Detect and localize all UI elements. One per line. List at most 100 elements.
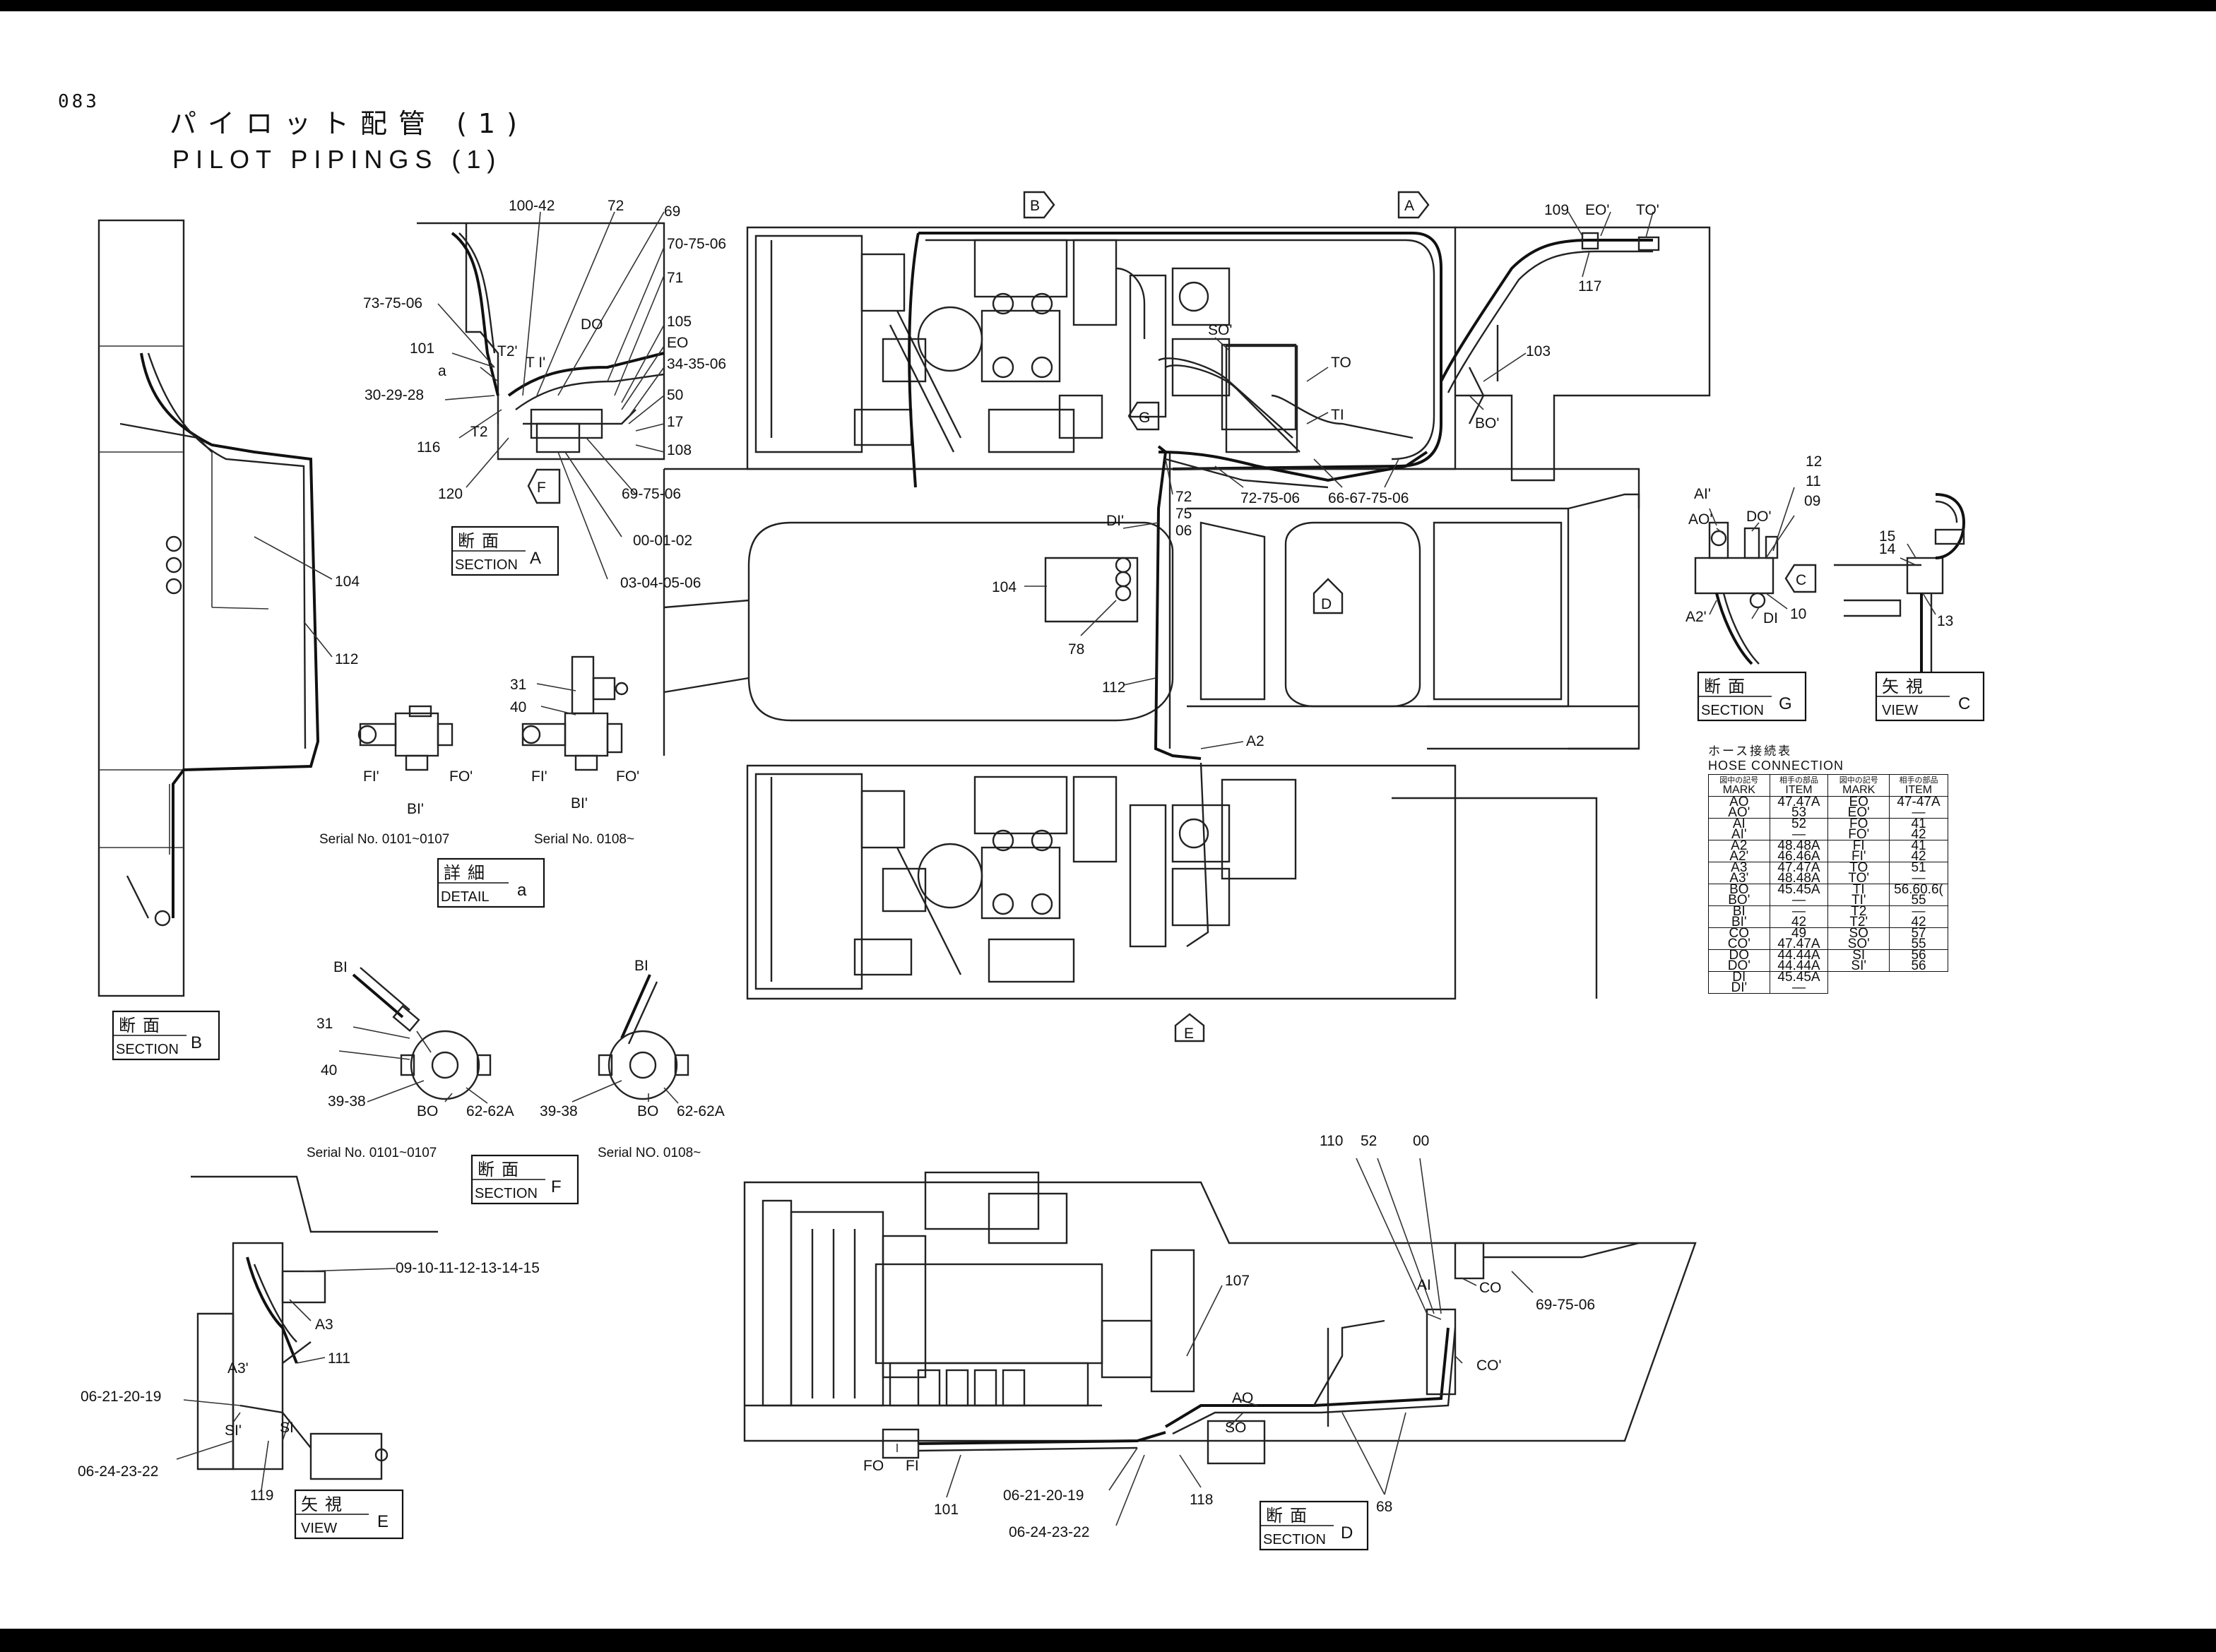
arrow-d-marker <box>1313 578 1344 614</box>
detail-a-drawing: FI' FO' BI' 31 40 FI' BI' FO' Serial No.… <box>319 655 639 847</box>
label-detail-bi-prime-1: BI' <box>407 801 424 817</box>
cell-value: 55 <box>1911 893 1926 908</box>
cell-value: 51 <box>1911 860 1926 875</box>
serial-note-detail-left: Serial No. 0101~0107 <box>319 832 449 847</box>
label-d-52: 52 <box>1361 1133 1377 1149</box>
tag-section-f: 断面 SECTION F <box>470 1154 579 1205</box>
label-a-72: 72 <box>608 198 624 214</box>
label-g-11: 11 <box>1806 473 1821 489</box>
cell-value: DI <box>1732 970 1746 985</box>
cell-value: TI <box>1852 882 1865 897</box>
cell-value: SI <box>1852 948 1866 963</box>
label-a-t2-prime: T2' <box>497 343 518 359</box>
cell-value: 56 <box>1911 958 1926 973</box>
tag-section-b-mark: B <box>191 1033 202 1052</box>
cell-value: 47.47A <box>1777 860 1820 875</box>
cell-item-left: —42 <box>1769 904 1829 929</box>
label-main-di-prime: DI' <box>1106 513 1124 529</box>
tag-section-g-jp: 断面 <box>1704 677 1752 696</box>
label-e-09-15: 09-10-11-12-13-14-15 <box>396 1260 540 1276</box>
tag-section-b-en: SECTION <box>116 1042 179 1057</box>
arrow-mark-e: E <box>1184 1026 1194 1042</box>
label-a-108: 108 <box>667 442 692 458</box>
tag-section-d-jp: 断面 <box>1266 1506 1314 1526</box>
section-g-drawing: C 12 11 09 AI' AO' DO' 10 DI A2' <box>1685 453 1822 665</box>
label-d-ai: AI <box>1417 1277 1431 1293</box>
tag-view-e-jp: 矢視 <box>301 1494 349 1514</box>
cell-value: AO' <box>1728 805 1750 820</box>
cell-value: 47-47A <box>1897 795 1941 809</box>
cell-value: 42 <box>1911 849 1926 864</box>
label-e-a3: A3 <box>315 1317 333 1333</box>
label-main-a2: A2 <box>1246 733 1264 749</box>
cell-value: FO' <box>1848 827 1870 842</box>
cell-value: 53 <box>1791 805 1807 820</box>
cell-item-right: —42 <box>1889 904 1948 929</box>
cell-value: 48.48A <box>1777 838 1820 853</box>
label-main-eo-prime: EO' <box>1585 202 1609 218</box>
cell-value: 41 <box>1911 816 1926 831</box>
cell-value: 55 <box>1911 937 1926 951</box>
tag-view-c-jp: 矢視 <box>1882 677 1930 696</box>
cell-value: BI' <box>1731 915 1747 929</box>
label-b-104: 104 <box>335 574 360 590</box>
section-a-drawing: F 100-42 72 69 70-75-06 <box>363 198 726 591</box>
cell-value: TO' <box>1848 871 1870 886</box>
cell-value: A2 <box>1731 838 1748 853</box>
label-main-to: TO <box>1331 355 1351 371</box>
arrow-c-marker <box>1784 564 1817 593</box>
cell-value: — <box>1792 904 1806 919</box>
label-a-34-35-06: 34-35-06 <box>667 356 726 372</box>
page-number: 083 <box>58 91 100 112</box>
label-g-ai-prime: AI' <box>1694 486 1711 502</box>
cell-item-left: 45.45A— <box>1769 970 1829 994</box>
cell-value: AI' <box>1731 827 1747 842</box>
label-d-69-75-06: 69-75-06 <box>1536 1297 1595 1313</box>
label-detail-fo-prime-2: FO' <box>616 768 639 785</box>
cell-value: TI' <box>1851 893 1866 908</box>
label-main-78: 78 <box>1068 641 1084 658</box>
label-main-bo-prime: BO' <box>1475 415 1499 432</box>
label-d-co-prime: CO' <box>1476 1357 1502 1374</box>
label-detail-40: 40 <box>510 699 526 715</box>
label-a-a: a <box>438 363 446 379</box>
section-b-drawing: 104 112 <box>97 219 360 997</box>
cell-value: A3 <box>1731 860 1748 875</box>
title-english: PILOT PIPINGS (1) <box>172 145 502 174</box>
label-a-do: DO <box>581 316 603 333</box>
tag-detail-a-mark: a <box>517 881 527 900</box>
label-f-40: 40 <box>321 1062 337 1078</box>
label-main-72: 72 <box>1175 489 1192 505</box>
tag-section-g-mark: G <box>1779 694 1792 713</box>
label-a-00-01-02: 00-01-02 <box>633 533 692 549</box>
cell-value: — <box>1912 904 1926 919</box>
cell-value: A2' <box>1729 849 1749 864</box>
label-g-ao-prime: AO' <box>1688 511 1712 528</box>
label-e-si-prime: SI' <box>225 1422 242 1439</box>
label-e-si: SI <box>280 1420 294 1436</box>
label-c-15: 15 <box>1879 528 1895 545</box>
cell-value: 46.46A <box>1777 849 1820 864</box>
cell-value: FO <box>1849 816 1868 831</box>
cell-value: 42 <box>1791 915 1807 929</box>
cell-value: — <box>1792 827 1806 842</box>
label-b-112: 112 <box>335 651 358 667</box>
arrow-g-marker <box>1127 401 1160 431</box>
title-japanese: パイロット配管 (1) <box>170 108 528 139</box>
